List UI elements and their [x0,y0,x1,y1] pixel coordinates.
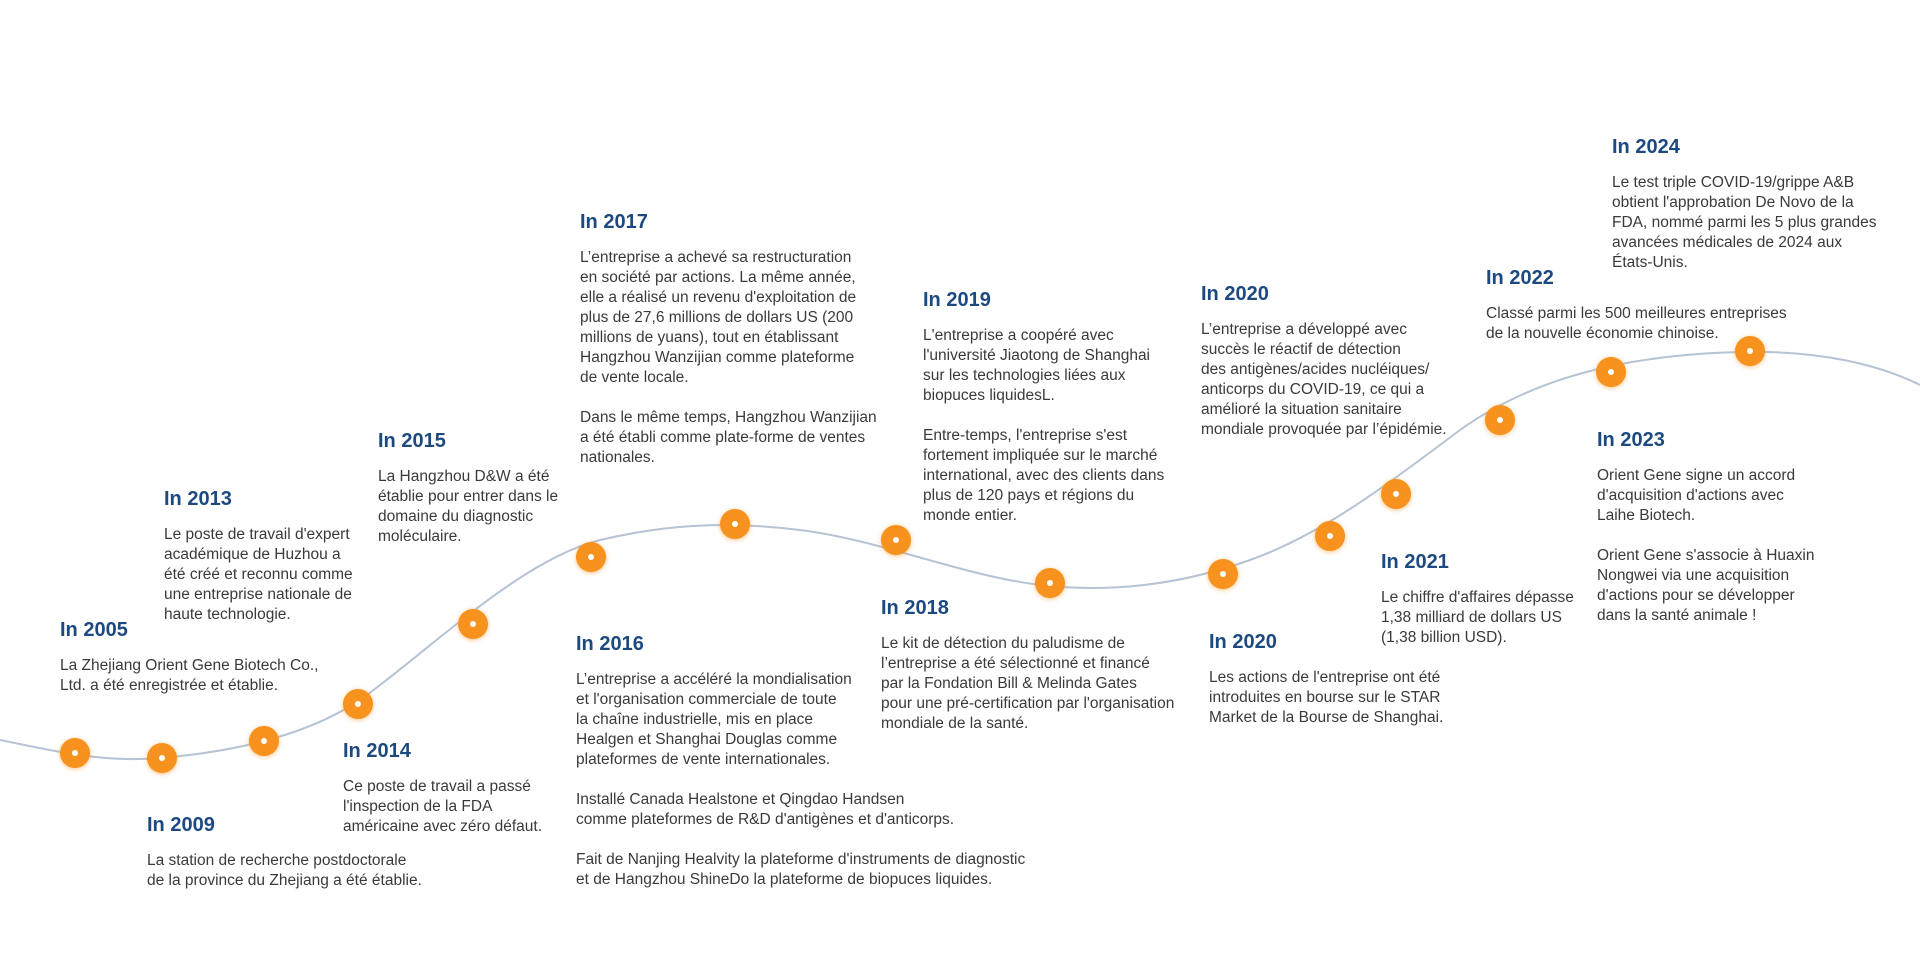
node-center-dot [1393,491,1399,497]
milestone-year: In 2021 [1381,551,1449,573]
milestone-2021: In 2021 Le chiffre d'affaires dépasse 1,… [1381,550,1574,648]
milestone-description: L’entreprise a achevé sa restructuration… [580,249,877,466]
node-center-dot [261,738,267,744]
milestone-2022: In 2022 Classé parmi les 500 meilleures … [1486,266,1787,344]
milestone-node-2018 [881,525,911,555]
milestone-year: In 2005 [60,619,128,641]
milestone-year: In 2015 [378,430,446,452]
milestone-description: La Hangzhou D&W a été établie pour entre… [378,468,559,545]
milestone-year: In 2017 [580,211,648,233]
milestone-node-2020-b [1315,521,1345,551]
node-center-dot [159,755,165,761]
node-center-dot [732,521,738,527]
milestone-year: In 2024 [1612,136,1680,158]
milestone-2020-ipo: In 2020 Les actions de l'entreprise ont … [1209,630,1443,728]
milestone-description: Le test triple COVID-19/grippe A&B obtie… [1612,174,1877,271]
timeline-curve [0,350,1920,761]
milestone-node-2021 [1381,479,1411,509]
milestone-node-2024 [1735,336,1765,366]
milestone-2016: In 2016 L’entreprise a accéléré la mondi… [576,632,1025,890]
node-center-dot [893,537,899,543]
milestone-2014: In 2014 Ce poste de travail a passé l'in… [343,739,542,837]
milestone-2015: In 2015 La Hangzhou D&W a été établie po… [378,429,558,547]
milestone-node-2016 [576,542,606,572]
milestone-2005: In 2005 La Zhejiang Orient Gene Biotech … [60,618,318,696]
milestone-description: Ce poste de travail a passé l'inspection… [343,778,543,835]
milestone-2024: In 2024 Le test triple COVID-19/grippe A… [1612,135,1876,273]
milestone-description: Classé parmi les 500 meilleures entrepri… [1486,305,1787,342]
milestone-node-2020-a [1208,559,1238,589]
milestone-year: In 2016 [576,633,644,655]
milestone-2018: In 2018 Le kit de détection du paludisme… [881,596,1174,734]
node-center-dot [1497,417,1503,423]
milestone-2013: In 2013 Le poste de travail d'expert aca… [164,487,353,625]
node-center-dot [1220,571,1226,577]
milestone-year: In 2013 [164,488,232,510]
milestone-description: L’entreprise a accéléré la mondialisatio… [576,671,1026,888]
milestone-description: Le chiffre d'affaires dépasse 1,38 milli… [1381,589,1574,646]
milestone-description: La Zhejiang Orient Gene Biotech Co., Ltd… [60,657,319,694]
milestone-node-2023 [1596,357,1626,387]
milestone-description: Le poste de travail d'expert académique … [164,526,353,623]
milestone-description: Les actions de l'entreprise ont été intr… [1209,669,1444,726]
milestone-description: Le kit de détection du paludisme de l’en… [881,635,1175,732]
milestone-2023: In 2023 Orient Gene signe un accord d'ac… [1597,428,1814,626]
milestone-node-2015 [458,609,488,639]
milestone-2019: In 2019 L'entreprise a coopéré avec l'un… [923,288,1164,526]
milestone-year: In 2018 [881,597,949,619]
node-center-dot [588,554,594,560]
milestone-node-2005 [60,738,90,768]
node-center-dot [1327,533,1333,539]
milestone-year: In 2009 [147,814,215,836]
milestone-2017: In 2017 L’entreprise a achevé sa restruc… [580,210,877,468]
milestone-description: Orient Gene signe un accord d'acquisitio… [1597,467,1815,624]
milestone-year: In 2023 [1597,429,1665,451]
milestone-year: In 2022 [1486,267,1554,289]
milestone-node-2017 [720,509,750,539]
milestone-description: L'entreprise a coopéré avec l'université… [923,327,1165,524]
milestone-node-2014 [343,689,373,719]
milestone-description: L’entreprise a développé avec succès le … [1201,321,1447,438]
node-center-dot [1747,348,1753,354]
milestone-2009: In 2009 La station de recherche postdoct… [147,813,422,891]
milestone-year: In 2020 [1201,283,1269,305]
node-center-dot [1047,580,1053,586]
milestone-node-2013 [249,726,279,756]
milestone-year: In 2020 [1209,631,1277,653]
node-center-dot [470,621,476,627]
milestone-description: La station de recherche postdoctorale de… [147,852,422,889]
milestone-node-2022 [1485,405,1515,435]
node-center-dot [1608,369,1614,375]
milestone-year: In 2014 [343,740,411,762]
milestone-2020-covid: In 2020 L’entreprise a développé avec su… [1201,282,1447,440]
node-center-dot [72,750,78,756]
milestone-node-2019 [1035,568,1065,598]
milestone-year: In 2019 [923,289,991,311]
node-center-dot [355,701,361,707]
milestone-node-2009 [147,743,177,773]
